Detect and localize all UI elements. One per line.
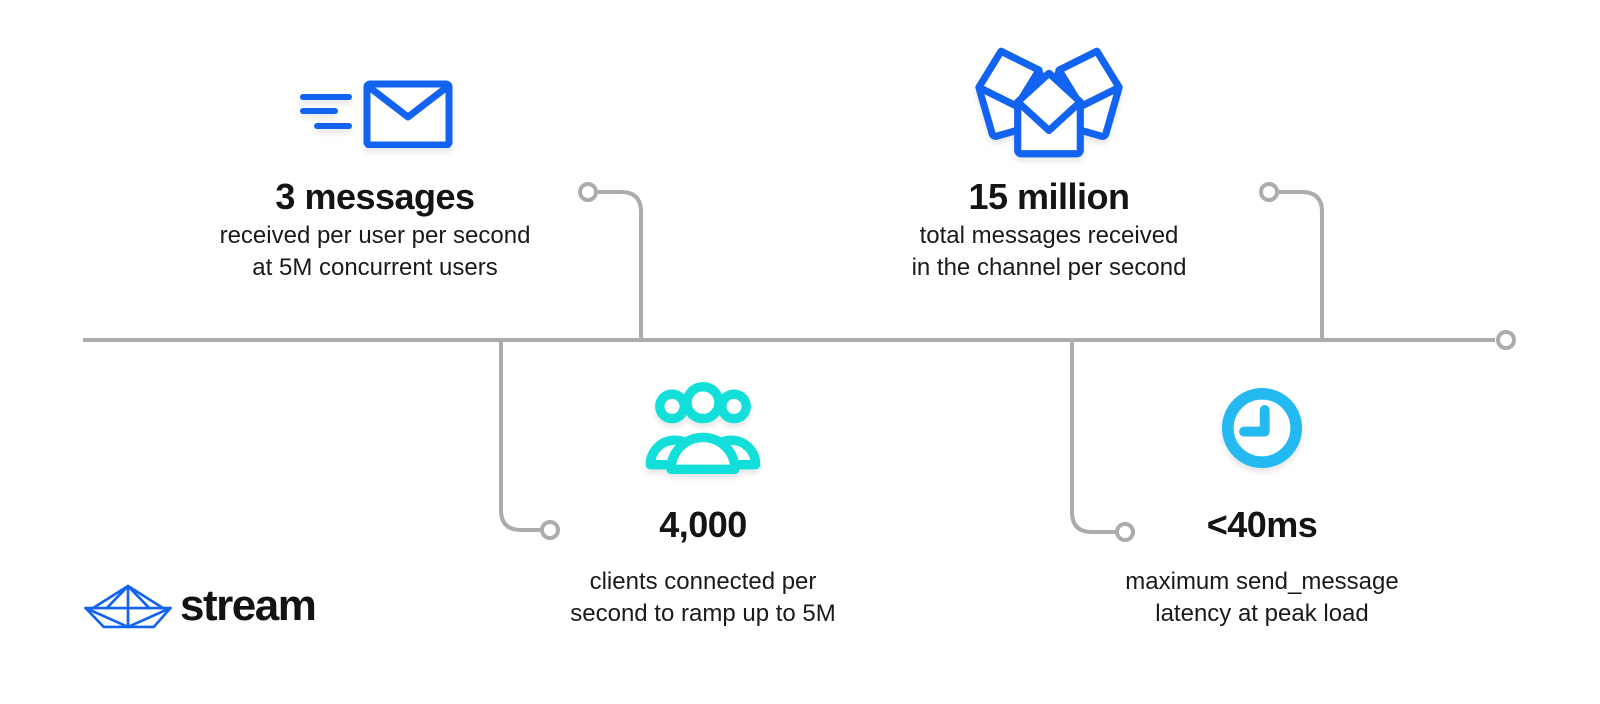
clock-icon: [1221, 387, 1303, 469]
stat-icon-box: [819, 40, 1279, 162]
connector-stat-2: [1278, 190, 1324, 338]
connector-node-stat-1: [578, 182, 598, 202]
timeline-end-node: [1496, 330, 1516, 350]
paper-boat-icon: [84, 584, 172, 628]
speeding-envelope-icon: [300, 80, 453, 148]
stat-max-latency: <40ms maximum send_message latency at pe…: [1032, 376, 1492, 630]
stat-icon-box: [1032, 376, 1492, 476]
stat-description-line: total messages received: [919, 222, 1179, 249]
connector-node-stat-4: [1115, 522, 1135, 542]
stat-clients-connected: 4,000 clients connected per second to ra…: [473, 376, 933, 630]
stat-messages-per-user: 3 messages received per user per second …: [145, 40, 605, 284]
user-group-icon: [645, 381, 761, 475]
connector-stat-1: [597, 190, 643, 338]
stat-value: 15 million: [968, 176, 1130, 217]
connector-stat-3: [499, 342, 540, 532]
stat-description: clients connected per second to ramp up …: [473, 566, 933, 630]
stat-description-line: in the channel per second: [911, 254, 1187, 281]
stat-description-line: at 5M concurrent users: [252, 254, 498, 281]
logo-wordmark: stream: [180, 581, 317, 630]
stat-description: received per user per second at 5M concu…: [145, 220, 605, 284]
stat-description: maximum send_message latency at peak loa…: [1032, 566, 1492, 630]
stat-icon-box: [145, 40, 605, 162]
stat-description-line: clients connected per: [589, 568, 817, 595]
stat-value: 4,000: [659, 504, 747, 545]
stat-description-line: received per user per second: [219, 222, 531, 249]
connector-stat-4: [1070, 342, 1115, 534]
stat-description-line: maximum send_message: [1125, 568, 1399, 595]
stat-icon-box: [473, 376, 933, 476]
stat-value: <40ms: [1206, 504, 1318, 545]
connector-node-stat-2: [1259, 182, 1279, 202]
connector-node-stat-3: [540, 520, 560, 540]
stat-total-messages: 15 million total messages received in th…: [819, 40, 1279, 284]
envelope-stack-icon: [975, 47, 1123, 158]
stat-description-line: latency at peak load: [1155, 600, 1369, 627]
stat-description: total messages received in the channel p…: [819, 220, 1279, 284]
stream-logo: stream: [84, 581, 317, 630]
stat-value: 3 messages: [275, 176, 475, 217]
stat-description-line: second to ramp up to 5M: [570, 600, 836, 627]
